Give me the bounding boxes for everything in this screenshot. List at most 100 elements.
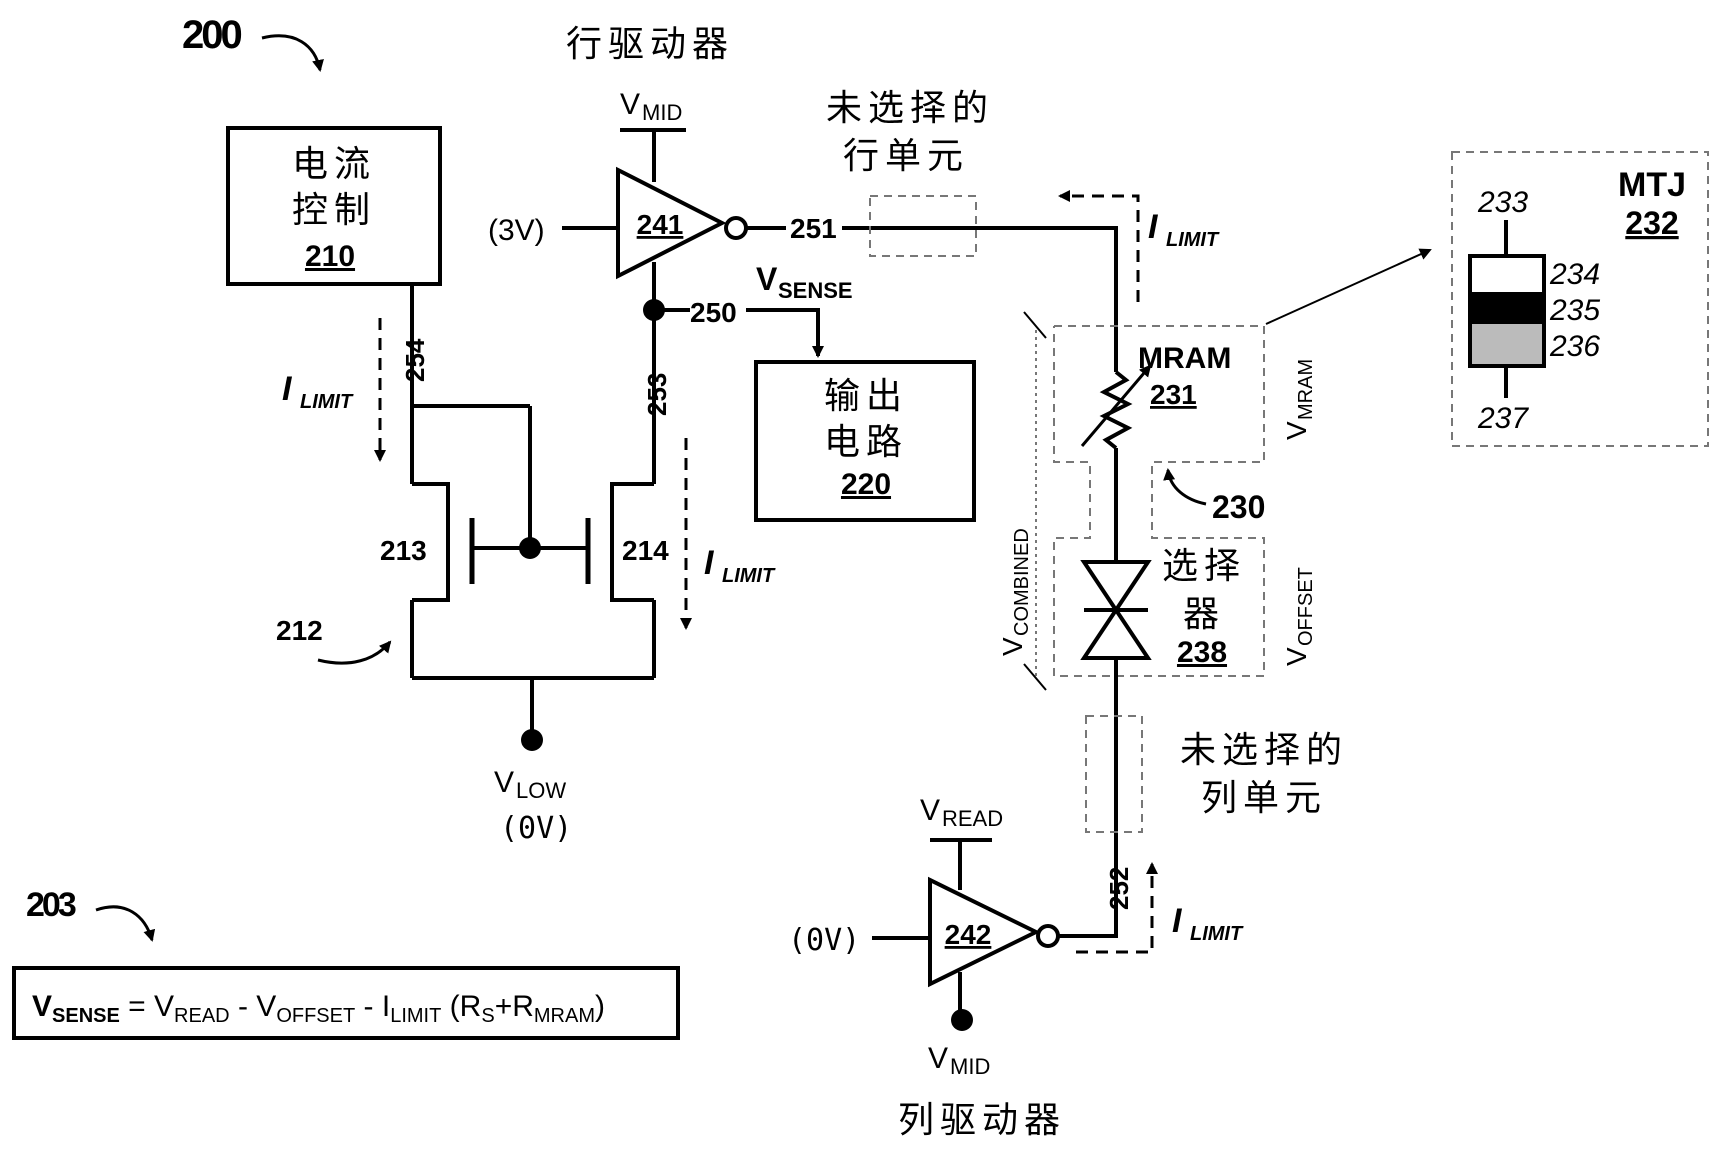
vlow-value: (0V) xyxy=(500,811,572,846)
column-driver-input: (0V) xyxy=(788,923,860,958)
svg-text:OFFSET: OFFSET xyxy=(1295,567,1317,646)
mtj-barrier-layer xyxy=(1468,292,1546,324)
svg-text:LIMIT: LIMIT xyxy=(300,391,354,413)
mram-resistor xyxy=(1099,370,1133,450)
column-driver-supply-top: V READ xyxy=(920,794,1003,831)
row-driver: 行驱动器 V MID (3V) 241 251 xyxy=(488,24,837,310)
svg-text:LIMIT: LIMIT xyxy=(722,565,776,587)
node-251-label: 251 xyxy=(790,213,837,244)
selector-ref: 238 xyxy=(1177,636,1227,669)
current-control-line1: 电流 xyxy=(292,144,376,185)
selector-line2: 器 xyxy=(1183,594,1225,635)
wire-251 xyxy=(842,226,1118,340)
mtj-fixed-layer xyxy=(1468,320,1546,368)
ilimit-bottom-label: I LIMIT xyxy=(1172,902,1244,945)
svg-text:V: V xyxy=(1281,421,1312,440)
svg-text:V: V xyxy=(920,794,940,827)
wire-250-to-output xyxy=(746,308,824,358)
svg-text:V: V xyxy=(997,637,1028,656)
svg-text:READ: READ xyxy=(942,806,1003,831)
figure-label-200: 200 xyxy=(182,13,324,72)
ilimit-top-label: I LIMIT xyxy=(1148,208,1220,251)
formula-arrow xyxy=(95,905,156,942)
cell-outline xyxy=(1053,325,1265,677)
gate-junction-dot xyxy=(519,537,541,559)
current-mirror-ref: 212 xyxy=(276,615,323,646)
node-252-label: 252 xyxy=(1104,867,1134,910)
column-driver-ref: 242 xyxy=(945,919,992,950)
mtj-outline xyxy=(1451,151,1709,447)
ilimit-mirror-label: I LIMIT xyxy=(704,544,776,587)
svg-text:I: I xyxy=(704,544,715,582)
figure-arrow xyxy=(261,34,324,72)
row-driver-buffer xyxy=(616,166,727,280)
mtj-layer3-label: 236 xyxy=(1549,330,1600,363)
figure-number: 200 xyxy=(182,13,241,57)
current-mirror-arrow xyxy=(317,640,392,665)
column-driver-supply-bottom: V MID xyxy=(928,1042,990,1079)
unselected-row-cell-box xyxy=(869,195,977,257)
svg-text:LOW: LOW xyxy=(516,778,566,803)
column-driver-vmid-dot xyxy=(951,1009,973,1031)
svg-text:I: I xyxy=(282,370,293,408)
svg-text:V: V xyxy=(620,88,640,121)
svg-text:MID: MID xyxy=(950,1054,990,1079)
vsense-label: V SENSE xyxy=(756,261,853,303)
selector-lower-triangle xyxy=(1080,606,1152,660)
svg-text:V: V xyxy=(928,1042,948,1075)
column-driver-buffer xyxy=(928,876,1041,988)
output-circuit-box xyxy=(754,360,976,522)
formula-box xyxy=(12,966,680,1040)
transistor-214-label: 214 xyxy=(622,535,669,566)
memory-cell: V COMBINED MRAM 231 V MRAM 230 选择 器 238 … xyxy=(997,311,1317,900)
cell-ref-arrow xyxy=(1163,468,1207,506)
svg-text:LIMIT: LIMIT xyxy=(1190,923,1244,945)
svg-text:COMBINED: COMBINED xyxy=(1011,528,1033,636)
formula-number: 203 xyxy=(26,886,76,924)
mtj-ref: 232 xyxy=(1625,205,1678,241)
vmram-label: V MRAM xyxy=(1281,359,1317,440)
svg-text:SENSE: SENSE xyxy=(778,278,853,303)
mtj-bottom-lead-label: 237 xyxy=(1477,402,1529,435)
mtj-pointer-line xyxy=(1265,248,1432,325)
mtj-title: MTJ xyxy=(1618,166,1686,204)
wire-252 xyxy=(1058,900,1118,938)
unselected-row-line2: 行单元 xyxy=(843,136,969,177)
output-circuit-line1: 输出 xyxy=(824,376,908,417)
unselected-col-line2: 列单元 xyxy=(1201,778,1327,819)
mram-ref: 231 xyxy=(1150,379,1197,410)
node-254-label: 254 xyxy=(400,338,430,382)
mtj-detail: MTJ 232 233 234 235 236 237 xyxy=(1451,151,1709,447)
transistor-213-label: 213 xyxy=(380,535,427,566)
mtj-free-layer xyxy=(1468,254,1546,296)
current-control-ref: 210 xyxy=(305,240,355,273)
row-driver-supply-label: V MID xyxy=(620,88,682,125)
unselected-col-line1: 未选择的 xyxy=(1180,730,1348,771)
svg-text:V: V xyxy=(756,261,778,297)
cell-ref: 230 xyxy=(1212,489,1265,525)
selector-line1: 选择 xyxy=(1162,546,1246,587)
current-control-block: 电流 控制 210 xyxy=(226,126,442,286)
row-driver-ref: 241 xyxy=(637,209,684,240)
output-circuit-ref: 220 xyxy=(841,468,891,501)
column-driver: V READ (0V) 242 V MID 列驱动器 xyxy=(788,794,1060,1141)
selector-upper-triangle xyxy=(1080,560,1152,614)
ilimit-left-label: I LIMIT xyxy=(282,370,354,413)
mtj-top-lead-label: 233 xyxy=(1477,186,1528,219)
vcombined-label: V COMBINED xyxy=(997,528,1033,656)
unselected-col-cell-box xyxy=(1085,715,1143,833)
ilimit-top-arrow xyxy=(1058,190,1140,302)
row-driver-title: 行驱动器 xyxy=(566,24,734,65)
column-driver-inversion-bubble xyxy=(1036,924,1060,948)
svg-text:I: I xyxy=(1172,902,1183,940)
ilimit-bottom-arrow xyxy=(1076,862,1158,954)
voffset-label: V OFFSET xyxy=(1281,567,1317,666)
node-250-label: 250 xyxy=(690,297,737,328)
node-253-label: 253 xyxy=(642,373,672,416)
mram-variable-arrow xyxy=(1080,364,1152,447)
output-circuit-block: 输出 电路 220 xyxy=(754,360,976,522)
vlow-label: V LOW xyxy=(494,766,566,803)
mtj-layer1-label: 234 xyxy=(1549,258,1600,291)
current-control-line2: 控制 xyxy=(292,190,376,231)
